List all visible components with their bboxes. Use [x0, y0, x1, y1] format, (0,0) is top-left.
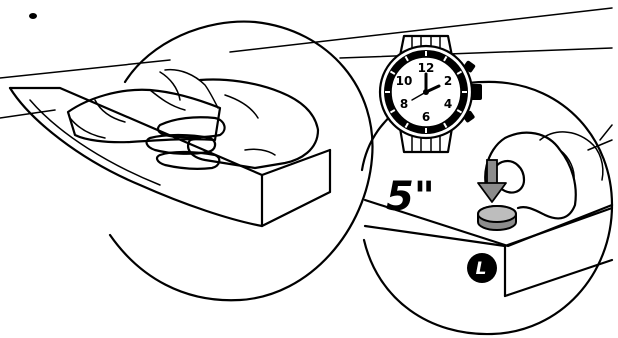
wiping-panel — [10, 22, 373, 301]
hold-time-label: 5" — [386, 174, 435, 220]
button-icon — [478, 206, 516, 230]
dial-number-4: 4 — [444, 97, 452, 111]
stray-dot — [29, 13, 37, 19]
dial-number-2: 2 — [444, 74, 452, 88]
dial-number-6: 6 — [422, 110, 430, 124]
down-arrow-icon — [478, 160, 506, 202]
side-badge-label: L — [476, 259, 487, 279]
side-badge-icon: L — [467, 253, 497, 283]
dial-number-10: 10 — [396, 74, 413, 88]
shelf-top — [10, 88, 330, 175]
shelf-underside — [10, 88, 262, 226]
dial-number-8: 8 — [400, 97, 408, 111]
zoom-circle-left — [110, 22, 373, 301]
cloth-icon — [68, 70, 220, 143]
